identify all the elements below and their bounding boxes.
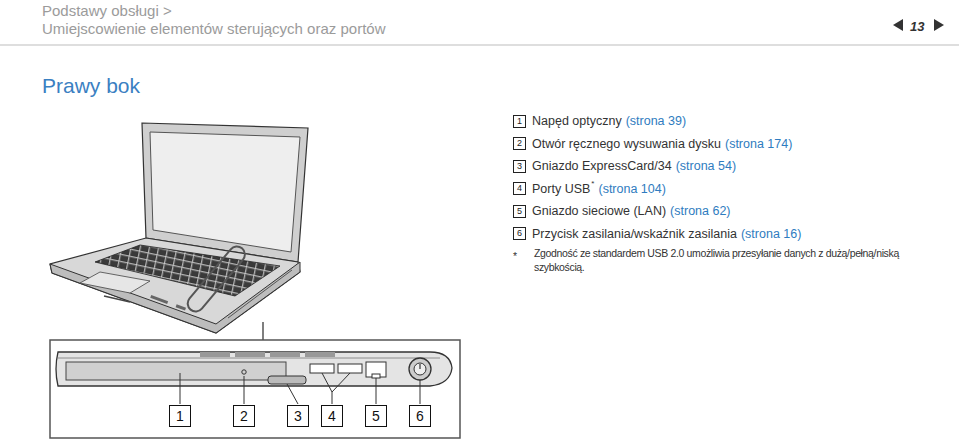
text-holder: Podstawy obsługi > [42, 2, 172, 20]
text-holder: 13 [910, 17, 924, 35]
header-rule [0, 45, 959, 46]
callout-number: 2 [517, 139, 522, 148]
callout-number: 2 [240, 408, 248, 424]
prev-arrow [893, 19, 903, 31]
part-name: Napęd optyczny [532, 114, 622, 128]
callout-number: 3 [294, 408, 302, 424]
callout-number: 6 [517, 229, 522, 238]
callout-box: 6 [409, 405, 431, 427]
footnote-text: Zgodność ze standardem USB 2.0 umożliwia… [534, 246, 949, 274]
list-row: 5 Gniazdo sieciowe (LAN) (strona 62) [513, 204, 731, 218]
page-reference: (strona 104) [598, 182, 665, 196]
list-row: 2 Otwór ręcznego wysuwania dysku (strona 1… [513, 137, 792, 151]
section-title: Umiejscowienie elementów sterujących ora… [42, 20, 385, 37]
callout-box: 1 [169, 405, 191, 427]
callout-box: 2 [513, 137, 526, 150]
page-number: 13 [910, 19, 924, 34]
callout-number: 5 [372, 408, 380, 424]
part-name: Porty USB [532, 182, 590, 196]
callout-box: 5 [365, 405, 387, 427]
list-row: 4 Porty USB* (strona 104) [513, 182, 666, 196]
text-holder: Zgodność ze standardem USB 2.0 umożliwia… [534, 246, 949, 274]
callout-box: 5 [513, 205, 526, 218]
list-row: 3 Gniazdo ExpressCard/34 (strona 54) [513, 159, 736, 173]
part-name: Gniazdo ExpressCard/34 [532, 159, 672, 173]
laptop [50, 123, 308, 340]
page-reference: (strona 54) [676, 159, 736, 173]
list-row: 1 Napęd optyczny (strona 39) [513, 114, 686, 128]
side-view [56, 352, 452, 386]
detail-frame [50, 340, 460, 438]
page-reference: (strona 174) [725, 137, 792, 151]
callout-number: 4 [328, 408, 336, 424]
part-name: Otwór ręcznego wysuwania dysku [532, 137, 721, 151]
callout-box: 2 [233, 405, 255, 427]
part-name: Gniazdo sieciowe (LAN) [532, 204, 666, 218]
callout-box: 3 [513, 160, 526, 173]
page-reference: (strona 62) [670, 204, 730, 218]
section-path: Podstawy obsługi > [42, 2, 172, 19]
callout-box: 1 [513, 115, 526, 128]
footnote-mark: * [513, 250, 517, 262]
callout-number: 6 [416, 408, 424, 424]
callout-box: 3 [287, 405, 309, 427]
callout-box: 4 [321, 405, 343, 427]
callout-number: 4 [517, 184, 522, 193]
callout-box: 4 [513, 182, 526, 195]
part-name: Przycisk zasilania/wskaźnik zasilania [532, 227, 737, 241]
footnote-mark: * [591, 179, 594, 188]
callout-box: 6 [513, 227, 526, 240]
title-holder: Prawy bok [42, 74, 140, 98]
leader-lines [180, 373, 420, 404]
next-arrow [934, 19, 944, 31]
text-holder: * [513, 246, 517, 264]
callout-number: 3 [517, 162, 522, 171]
page-title: Prawy bok [42, 74, 140, 97]
page-reference: (strona 16) [741, 227, 801, 241]
text-holder: Umiejscowienie elementów sterujących ora… [42, 20, 385, 38]
page-reference: (strona 39) [626, 114, 686, 128]
list-row: 6 Przycisk zasilania/wskaźnik zasilania (s… [513, 227, 801, 241]
callout-number: 1 [176, 408, 184, 424]
callout-number: 5 [517, 207, 522, 216]
callout-number: 1 [517, 117, 522, 126]
